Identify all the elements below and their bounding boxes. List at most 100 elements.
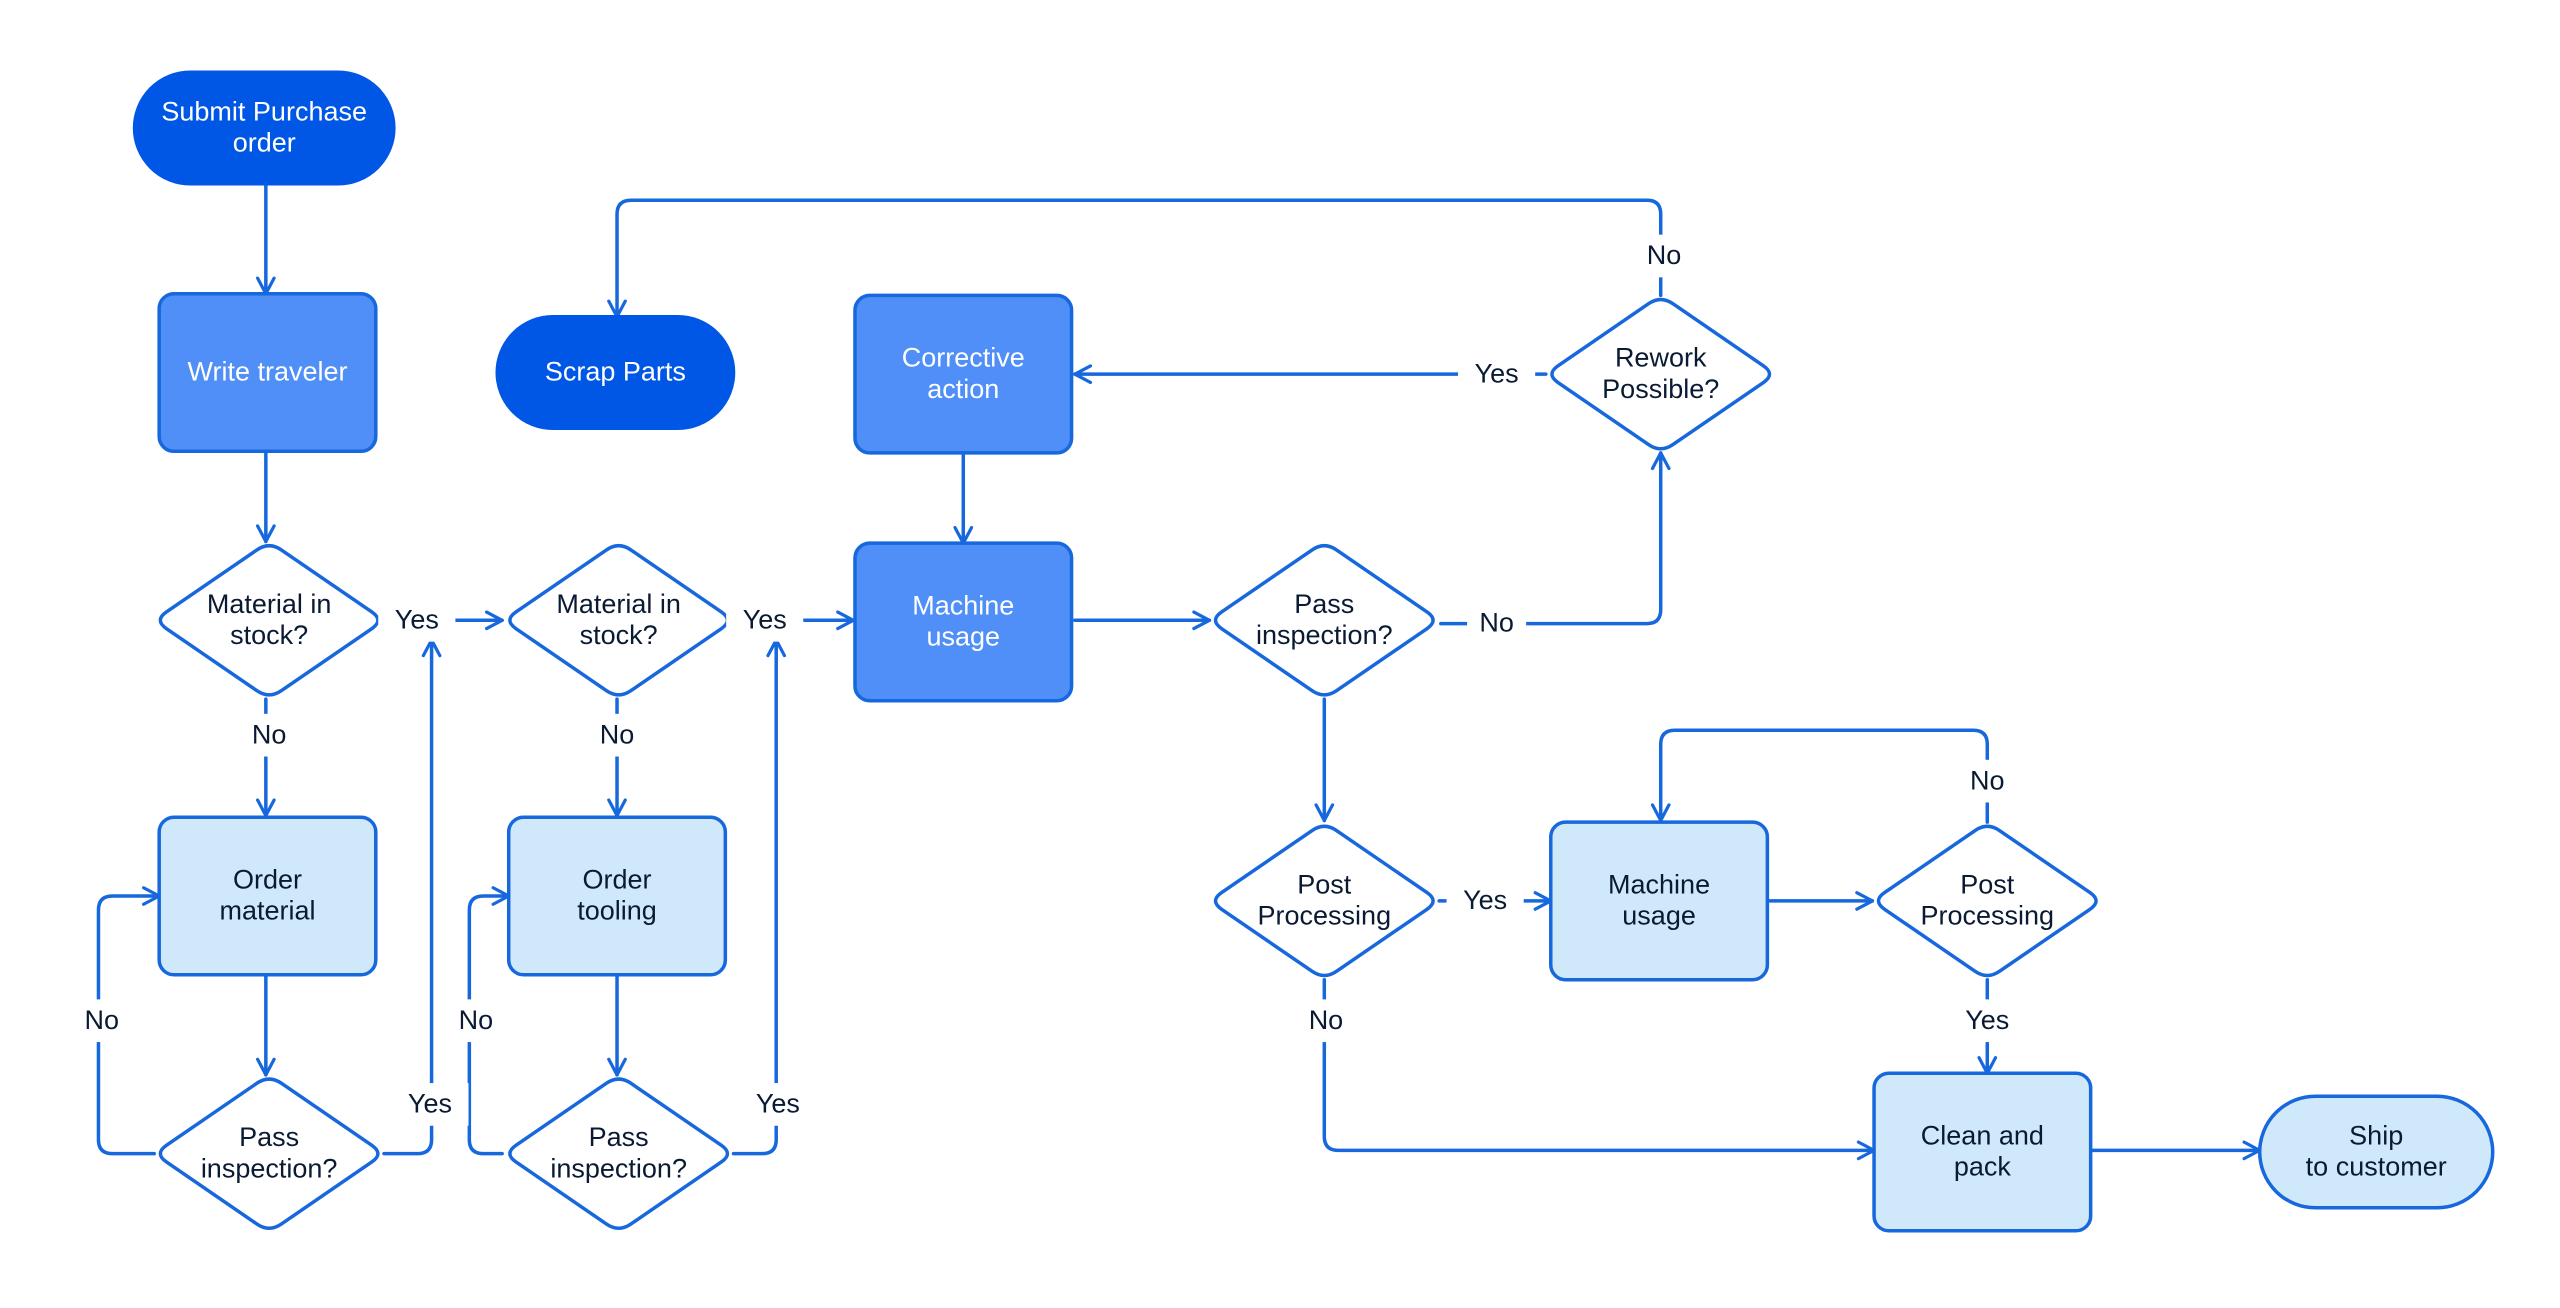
edge-label-background [739,1083,817,1126]
node-label-line: Submit Purchase [161,97,367,127]
node-label-line: Order [233,865,302,895]
edge-label-background [1458,352,1536,396]
process-box [157,815,378,977]
edge-label-text: Yes [395,604,439,634]
decision-diamond [1213,824,1435,978]
edge-label: No [1296,999,1356,1043]
edge-label-background [391,1083,469,1126]
node-label-line: Rework [1615,343,1707,373]
edge-label-text: Yes [408,1089,452,1119]
edge-label-text: No [1479,608,1514,638]
node-label-line: to customer [2306,1152,2447,1182]
decision-diamond [1876,824,2098,978]
process-box [853,541,1074,703]
node-label-line: Order [583,865,652,895]
node-label-line: stock? [580,620,658,650]
edge-label-background [1634,234,1694,278]
node-label-line: inspection? [201,1153,338,1183]
node-write-traveler[interactable]: Write traveler [157,291,378,454]
decision-diamond [1213,543,1435,697]
node-label-line: Processing [1920,901,2054,931]
edge-rework-possible-to-scrap-parts [607,198,1663,319]
decision-diamond [1550,297,1772,451]
node-label-line: Material in [556,589,681,619]
node-label-line: stock? [230,620,308,650]
terminal-pill [2257,1094,2495,1210]
decision-diamond [158,543,380,697]
node-label-line: usage [926,622,1000,652]
edge-label: No [587,713,647,757]
node-label-line: action [927,374,999,404]
edge-label: Yes [1948,999,2026,1043]
terminal-pill [132,70,396,186]
process-box [506,815,728,977]
edge-label-text: Yes [1463,885,1507,915]
node-scrap-parts[interactable]: Scrap Parts [495,314,736,431]
node-label-line: usage [1622,901,1696,931]
edge-label-text: No [600,719,635,749]
edge-label: No [446,999,506,1043]
node-label-line: Post [1297,869,1352,899]
edge-post-processing-2-to-machine-usage-2 [1650,728,1990,824]
node-label-line: Pass [1294,589,1354,619]
node-label-line: inspection? [550,1153,687,1183]
node-label-line: order [233,128,296,158]
node-label-line: Corrective [902,343,1025,373]
edge-label: Yes [726,598,804,642]
edge-label: No [1957,759,2017,803]
edge-label-background [1467,602,1527,645]
edge-label: No [239,713,299,757]
edge-label-text: No [459,1005,494,1035]
edge-label-text: Yes [1965,1005,2009,1035]
node-label-line: Ship [2349,1121,2403,1151]
decision-diamond [158,1077,380,1230]
edge-label: No [1634,234,1694,278]
node-label-line: Write traveler [187,357,347,387]
node-label-line: Material in [207,589,332,619]
edge-label-background [446,999,506,1043]
node-label-line: pack [1954,1152,2012,1182]
edge-label-background [726,598,804,642]
node-label-line: Possible? [1602,374,1719,404]
node-label-line: Pass [589,1122,649,1152]
decision-diamond [508,543,730,697]
edge-label-background [1948,999,2026,1043]
edge-label: Yes [378,598,456,642]
edge-pass-insp-2-to-machine-usage-1 [731,638,787,1156]
node-label-line: inspection? [1256,620,1393,650]
edges-layer [96,182,2262,1161]
node-label-line: Machine [1608,869,1710,899]
edge-label: No [72,999,132,1043]
edge-label-background [1296,999,1356,1043]
edge-label-text: No [1970,765,2005,795]
process-box [1872,1071,2093,1233]
node-label-line: tooling [577,896,657,926]
edge-label-background [239,713,299,757]
node-label-line: Pass [239,1122,299,1152]
edge-label-text: No [252,719,287,749]
terminal-pill [495,314,736,431]
edge-label-text: No [1309,1005,1344,1035]
process-box [853,293,1074,455]
edge-pass-insp-1-to-material-stock-2 [382,638,442,1156]
